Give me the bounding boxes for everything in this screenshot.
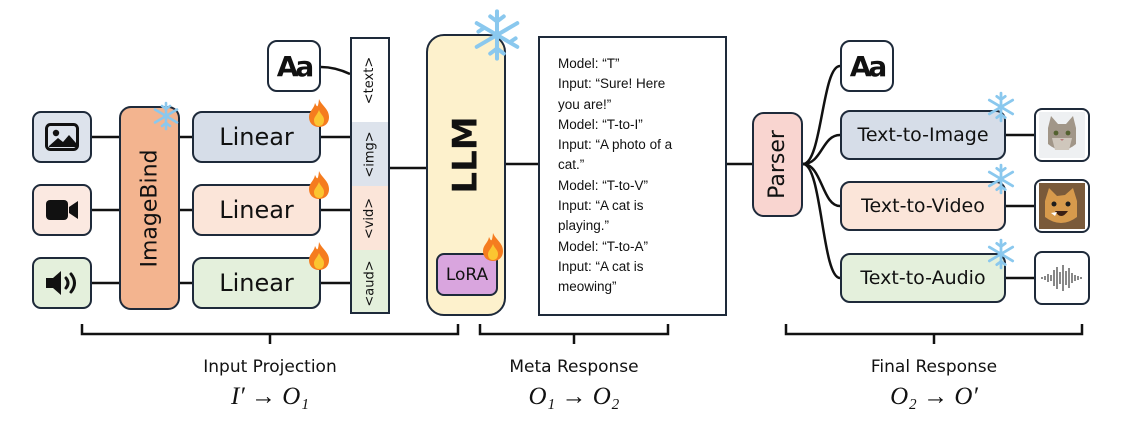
linear-label: Linear [219,196,294,224]
linear-layer-audio: Linear [192,257,321,309]
token-text: <text> [352,39,388,122]
meta-line: Input: “A cat is [558,258,644,274]
fire-icon [483,233,503,261]
modality-token-bar: <text> <img> <vid> <aud> [350,37,390,314]
token-image: <img> [352,122,388,186]
image-input-box [32,111,92,163]
audio-input-box [32,257,92,309]
meta-line: Model: “T-to-I” [558,116,643,132]
llm-label: LLM [446,116,487,194]
text-input-box: Aa [267,40,321,92]
text-to-image-block: Text-to-Image [840,110,1006,160]
fire-icon [309,99,329,127]
fire-icon [309,171,329,199]
section-title-meta-response: Meta Response [509,357,639,377]
meta-line: Input: “Sure! Here [558,76,666,92]
cat-video-frame [1034,179,1090,233]
meta-line: playing.” [558,218,610,234]
text-to-image-label: Text-to-Image [857,124,989,146]
token-video: <vid> [352,186,388,250]
text-icon: Aa [849,49,888,83]
snowflake-icon [987,163,1015,195]
linear-label: Linear [219,269,294,297]
audio-waveform [1034,251,1090,305]
formula-final-response: O₂ → O′ [890,383,978,410]
imagebind-label: ImageBind [137,148,163,268]
meta-line: Input: “A photo of a [558,137,673,153]
imagebind-encoder: ImageBind [119,106,180,310]
speaker-icon [46,271,76,295]
parser-block: Parser [752,112,803,217]
meta-response-box: Model: “T” Input: “Sure! Here you are!” … [538,36,727,316]
snowflake-icon [987,238,1015,270]
snowflake-icon [153,101,179,131]
text-to-video-label: Text-to-Video [861,195,985,217]
linear-layer-video: Linear [192,184,321,236]
cat-photo [1034,108,1090,162]
meta-line: cat.” [558,157,585,173]
meta-line: meowing” [558,279,617,295]
lora-adapter: LoRA [436,253,498,296]
formula-input-projection: I′ → O₁ [230,383,310,410]
formula-meta-response: O₁ → O₂ [528,383,620,410]
section-title-input-projection: Input Projection [203,357,337,377]
image-icon [45,123,79,151]
meta-line: Model: “T-to-A” [558,238,649,254]
text-output-box: Aa [840,40,894,92]
linear-layer-image: Linear [192,111,321,163]
text-to-video-block: Text-to-Video [840,181,1006,231]
text-to-audio-label: Text-to-Audio [860,267,986,289]
video-camera-icon [46,200,78,220]
fire-icon [309,242,329,270]
text-to-audio-block: Text-to-Audio [840,253,1006,303]
section-title-final-response: Final Response [870,357,998,377]
linear-label: Linear [219,123,294,151]
snowflake-icon [987,91,1015,123]
meta-line: Model: “T-to-V” [558,177,649,193]
meta-line: Model: “T” [558,56,620,71]
video-input-box [32,184,92,236]
token-audio: <aud> [352,250,388,312]
snowflake-icon [474,9,520,61]
text-icon: Aa [276,49,315,83]
meta-line: Input: “A cat is [558,198,644,214]
meta-line: you are!” [558,96,612,112]
lora-label: LoRA [445,264,489,285]
parser-label: Parser [765,130,791,199]
